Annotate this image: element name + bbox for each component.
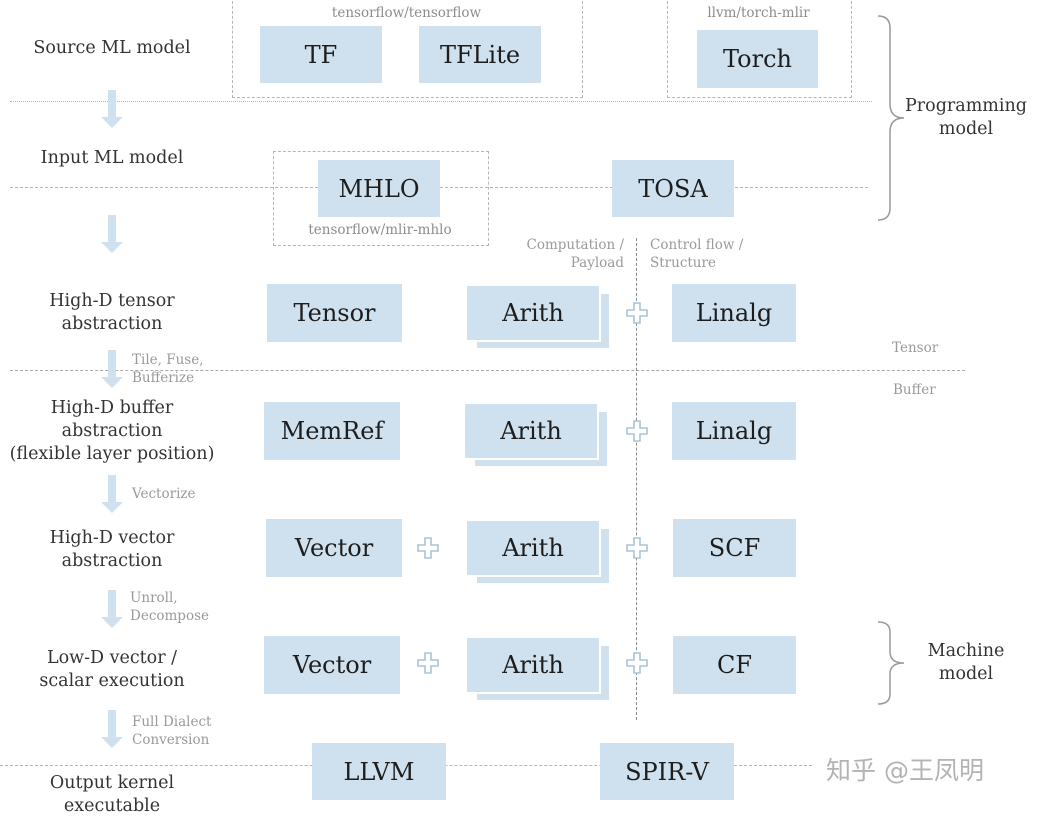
box-spirv: SPIR-V: [600, 743, 734, 800]
right-brace-icon: [877, 621, 905, 705]
watermark: 知乎 @王凤明: [826, 756, 984, 785]
box-linalg-tensor: Linalg: [672, 284, 796, 342]
tensor-buffer-separator: [10, 370, 965, 371]
box-arith-low: Arith: [465, 636, 611, 702]
transition-vectorize: Vectorize: [132, 486, 196, 502]
down-arrow-icon: [101, 215, 123, 253]
box-arith-buffer: Arith: [463, 402, 609, 468]
group-label-mlir-hlo: tensorflow/mlir-mhlo: [308, 222, 452, 238]
arith-label: Arith: [463, 402, 599, 460]
row-label-input: Input ML model: [40, 148, 184, 168]
group-tensorflow: [232, 0, 583, 98]
box-arith-tensor: Arith: [465, 284, 611, 350]
column-header-computation: Computation /Payload: [526, 237, 624, 271]
layer-label-tensor: Tensor: [892, 340, 939, 356]
group-label-tensorflow: tensorflow/tensorflow: [331, 5, 482, 21]
column-header-control-flow: Control flow /Structure: [650, 237, 744, 271]
transition-tile-fuse-bufferize: Tile, Fuse,Bufferize: [132, 352, 204, 386]
column-divider: [636, 238, 637, 720]
group-torch-mlir: [667, 0, 852, 98]
plus-icon: [626, 420, 648, 442]
group-label-torch-mlir: llvm/torch-mlir: [707, 5, 810, 21]
box-cf: CF: [673, 636, 796, 694]
box-tf: TF: [260, 26, 382, 83]
transition-unroll-decompose: Unroll,Decompose: [130, 590, 209, 624]
plus-icon: [626, 302, 648, 324]
down-arrow-icon: [101, 590, 123, 628]
box-tosa: TOSA: [612, 160, 734, 217]
source-row-separator: [10, 101, 872, 102]
box-mhlo: MHLO: [318, 160, 440, 217]
box-torch: Torch: [697, 30, 818, 88]
plus-icon: [626, 652, 648, 674]
box-llvm: LLVM: [312, 743, 446, 800]
box-vector-high: Vector: [266, 519, 402, 577]
down-arrow-icon: [101, 475, 123, 513]
box-tflite: TFLite: [419, 26, 541, 83]
box-memref: MemRef: [264, 402, 400, 460]
row-label-low-d-vector: Low-D vector /scalar execution: [39, 648, 185, 691]
down-arrow-icon: [101, 350, 123, 388]
row-label-source: Source ML model: [33, 38, 191, 58]
box-linalg-buffer: Linalg: [672, 402, 796, 460]
box-scf: SCF: [673, 519, 796, 577]
arith-label: Arith: [465, 636, 601, 694]
box-vector-low: Vector: [264, 636, 400, 694]
arith-label: Arith: [465, 519, 601, 577]
down-arrow-icon: [101, 90, 123, 128]
group-mlir-hlo: [273, 151, 489, 246]
box-arith-vector: Arith: [465, 519, 611, 585]
arith-label: Arith: [465, 284, 601, 342]
plus-icon: [417, 537, 439, 559]
right-brace-icon: [877, 15, 905, 221]
layer-label-buffer: Buffer: [893, 382, 936, 398]
down-arrow-icon: [101, 710, 123, 748]
box-tensor: Tensor: [267, 284, 402, 342]
plus-icon: [417, 652, 439, 674]
plus-icon: [626, 537, 648, 559]
